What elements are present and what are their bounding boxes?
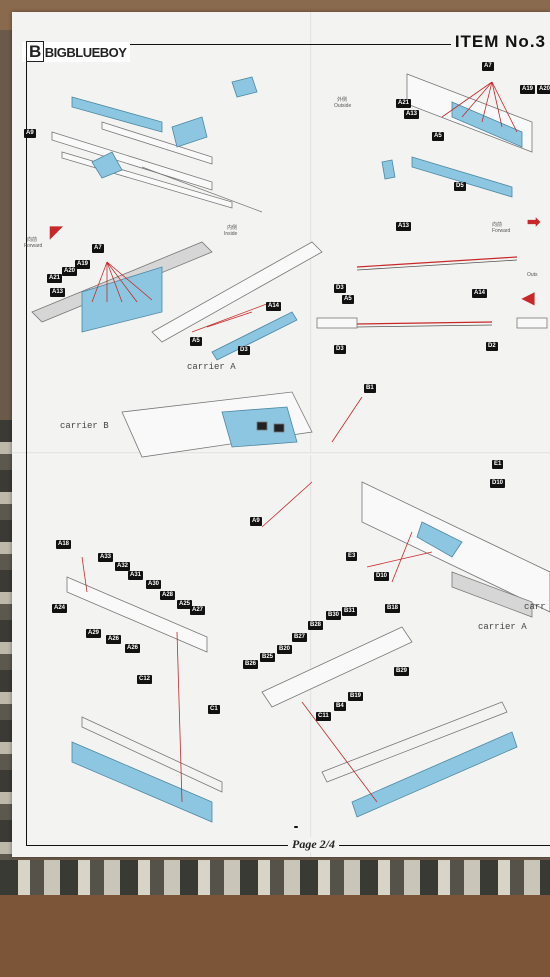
part-tag: D5: [454, 182, 466, 191]
part-tag: B27: [292, 633, 308, 642]
part-tag: D10: [374, 572, 390, 581]
part-tag: A21: [396, 99, 412, 108]
background-wood-table: [0, 895, 550, 977]
part-tag: D3: [334, 284, 346, 293]
part-tag: A18: [56, 540, 72, 549]
diagram-mid-right: [316, 256, 548, 329]
part-tag: B30: [326, 611, 342, 620]
part-tag: D2: [486, 342, 498, 351]
part-tag: B28: [308, 621, 324, 630]
part-tag: E3: [346, 552, 358, 561]
part-tag: A26: [106, 635, 122, 644]
part-tag: A19: [75, 260, 91, 269]
label-outside-cn: 外侧: [337, 97, 348, 103]
part-tag: A9: [250, 517, 262, 526]
label-forward-left: Forward: [24, 243, 43, 249]
label-forward-left-cn: 向前: [27, 237, 38, 243]
diagram-truss-right: [261, 626, 518, 818]
label-forward-right: Forward: [492, 228, 511, 234]
part-tag: A20: [537, 85, 550, 94]
part-tag: B1: [364, 384, 376, 393]
forward-arrow-right-icon: ➡: [527, 214, 541, 231]
part-tag: B29: [394, 667, 410, 676]
part-tag: B18: [385, 604, 401, 613]
part-tag: A13: [50, 288, 66, 297]
fold-crease-horizontal: [12, 452, 550, 455]
part-tag: E1: [492, 460, 504, 469]
part-tag: A32: [115, 562, 131, 571]
brand-logo-text: BIGBLUEBOY: [44, 45, 127, 60]
part-tag: [294, 826, 298, 828]
assembly-diagrams: [31, 73, 550, 823]
part-tag: A5: [432, 132, 444, 141]
forward-arrow-left-icon: ◤: [50, 224, 63, 241]
label-forward-right-cn: 向前: [492, 222, 503, 228]
part-tag: B26: [243, 660, 259, 669]
part-tag: D3: [238, 346, 250, 355]
label-outside-right: Outs: [527, 272, 538, 278]
part-tag: A28: [160, 591, 176, 600]
part-tag: A5: [190, 337, 202, 346]
part-tag: C12: [137, 675, 153, 684]
part-tag: B25: [260, 653, 276, 662]
label-inside-cn: 内侧: [227, 225, 238, 231]
part-tag: A25: [177, 600, 193, 609]
part-tag: D10: [490, 479, 506, 488]
background-camo-left: [0, 420, 14, 860]
diagram-mid-left: [31, 241, 323, 361]
part-tag: B19: [348, 692, 364, 701]
part-tag: D3: [334, 345, 346, 354]
diagram-carrier-b: [121, 391, 363, 528]
part-tag: A20: [62, 267, 78, 276]
part-tag: A27: [190, 606, 206, 615]
part-tag: A21: [47, 274, 63, 283]
part-tag: A19: [520, 85, 536, 94]
part-tag: C11: [316, 712, 331, 721]
part-tag: A9: [24, 129, 36, 138]
item-number: ITEM No.3: [450, 32, 550, 52]
page-number: Page 2/4: [288, 837, 339, 852]
part-tag: C1: [208, 705, 220, 714]
part-tag: A30: [146, 580, 162, 589]
arrow-right-lower-icon: ◀: [522, 290, 535, 307]
part-tag: A7: [92, 244, 104, 253]
caption-carrier-a-top: carrier A: [187, 362, 236, 372]
diagram-truss-left: [66, 556, 223, 823]
caption-carr: carr: [524, 602, 546, 612]
label-outside: Outside: [334, 103, 352, 109]
part-tag: B31: [342, 607, 358, 616]
caption-carrier-a-bottom: carrier A: [478, 622, 527, 632]
part-tag: A26: [125, 644, 141, 653]
fold-crease-vertical: [310, 12, 312, 857]
part-tag: A24: [52, 604, 68, 613]
part-tag: A7: [482, 62, 494, 71]
part-tag: A13: [404, 110, 420, 119]
part-tag: B20: [277, 645, 293, 654]
label-inside: Inside: [224, 231, 238, 237]
diagram-top-left: [51, 76, 263, 213]
part-tag: A14: [472, 289, 488, 298]
part-tag: A14: [266, 302, 282, 311]
part-tag: A33: [98, 553, 114, 562]
part-tag: A31: [128, 571, 144, 580]
diagram-top-right: [381, 73, 533, 198]
part-tag: B4: [334, 702, 346, 711]
part-tag: A29: [86, 629, 102, 638]
part-tag: A5: [342, 295, 354, 304]
diagram-carrier-a-lower: [361, 481, 550, 618]
caption-carrier-b: carrier B: [60, 421, 109, 431]
part-tag: A13: [396, 222, 412, 231]
background-camo-fabric: [0, 860, 550, 900]
